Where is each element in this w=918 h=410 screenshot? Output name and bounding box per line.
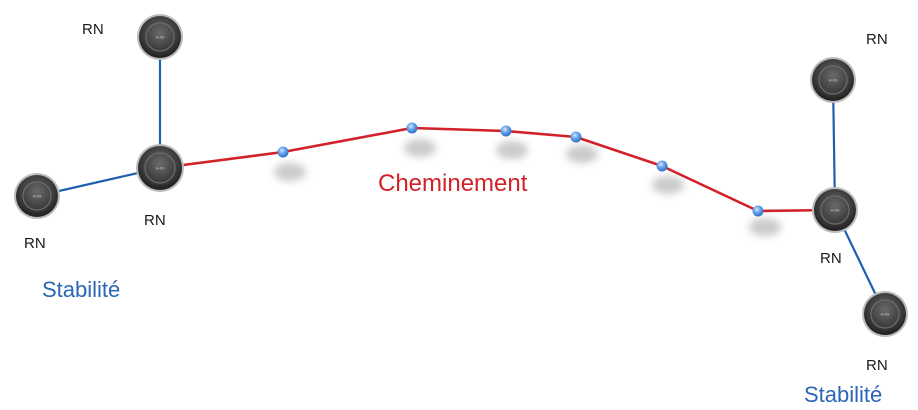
node-label-right-bottom: RN: [866, 357, 888, 374]
survey-point: [570, 131, 582, 143]
node-label-left-side: RN: [24, 235, 46, 252]
node-badge: H-09: [156, 35, 165, 40]
node-badge: H-09: [831, 208, 840, 213]
benchmark-node-left-start: H-09: [136, 144, 184, 192]
node-label-left-start: RN: [144, 212, 166, 229]
stability-label-left: Stabilité: [42, 277, 121, 302]
node-badge: H-09: [829, 78, 838, 83]
node-badge: H-09: [881, 312, 890, 317]
route-label: Cheminement: [378, 170, 528, 197]
benchmark-node-left-top: H-09: [137, 14, 183, 60]
node-label-right-end: RN: [820, 250, 842, 267]
node-label-right-top: RN: [866, 31, 888, 48]
route-line: [159, 126, 836, 213]
survey-points: [277, 122, 764, 217]
survey-point: [500, 125, 512, 137]
benchmark-node-right-top: H-09: [810, 57, 856, 103]
benchmark-node-right-end: H-09: [812, 187, 858, 233]
benchmark-node-right-bottom: H-09: [862, 291, 908, 337]
benchmark-node-left-side: H-09: [14, 173, 60, 219]
survey-point: [752, 205, 764, 217]
node-badge: H-09: [33, 194, 42, 199]
survey-point-shadows: [274, 139, 781, 236]
survey-point: [656, 160, 668, 172]
survey-point: [406, 122, 418, 134]
survey-point: [277, 146, 289, 158]
node-badge: H-09: [156, 166, 165, 171]
node-label-left-top: RN: [82, 21, 104, 38]
stability-label-right: Stabilité: [804, 382, 883, 407]
